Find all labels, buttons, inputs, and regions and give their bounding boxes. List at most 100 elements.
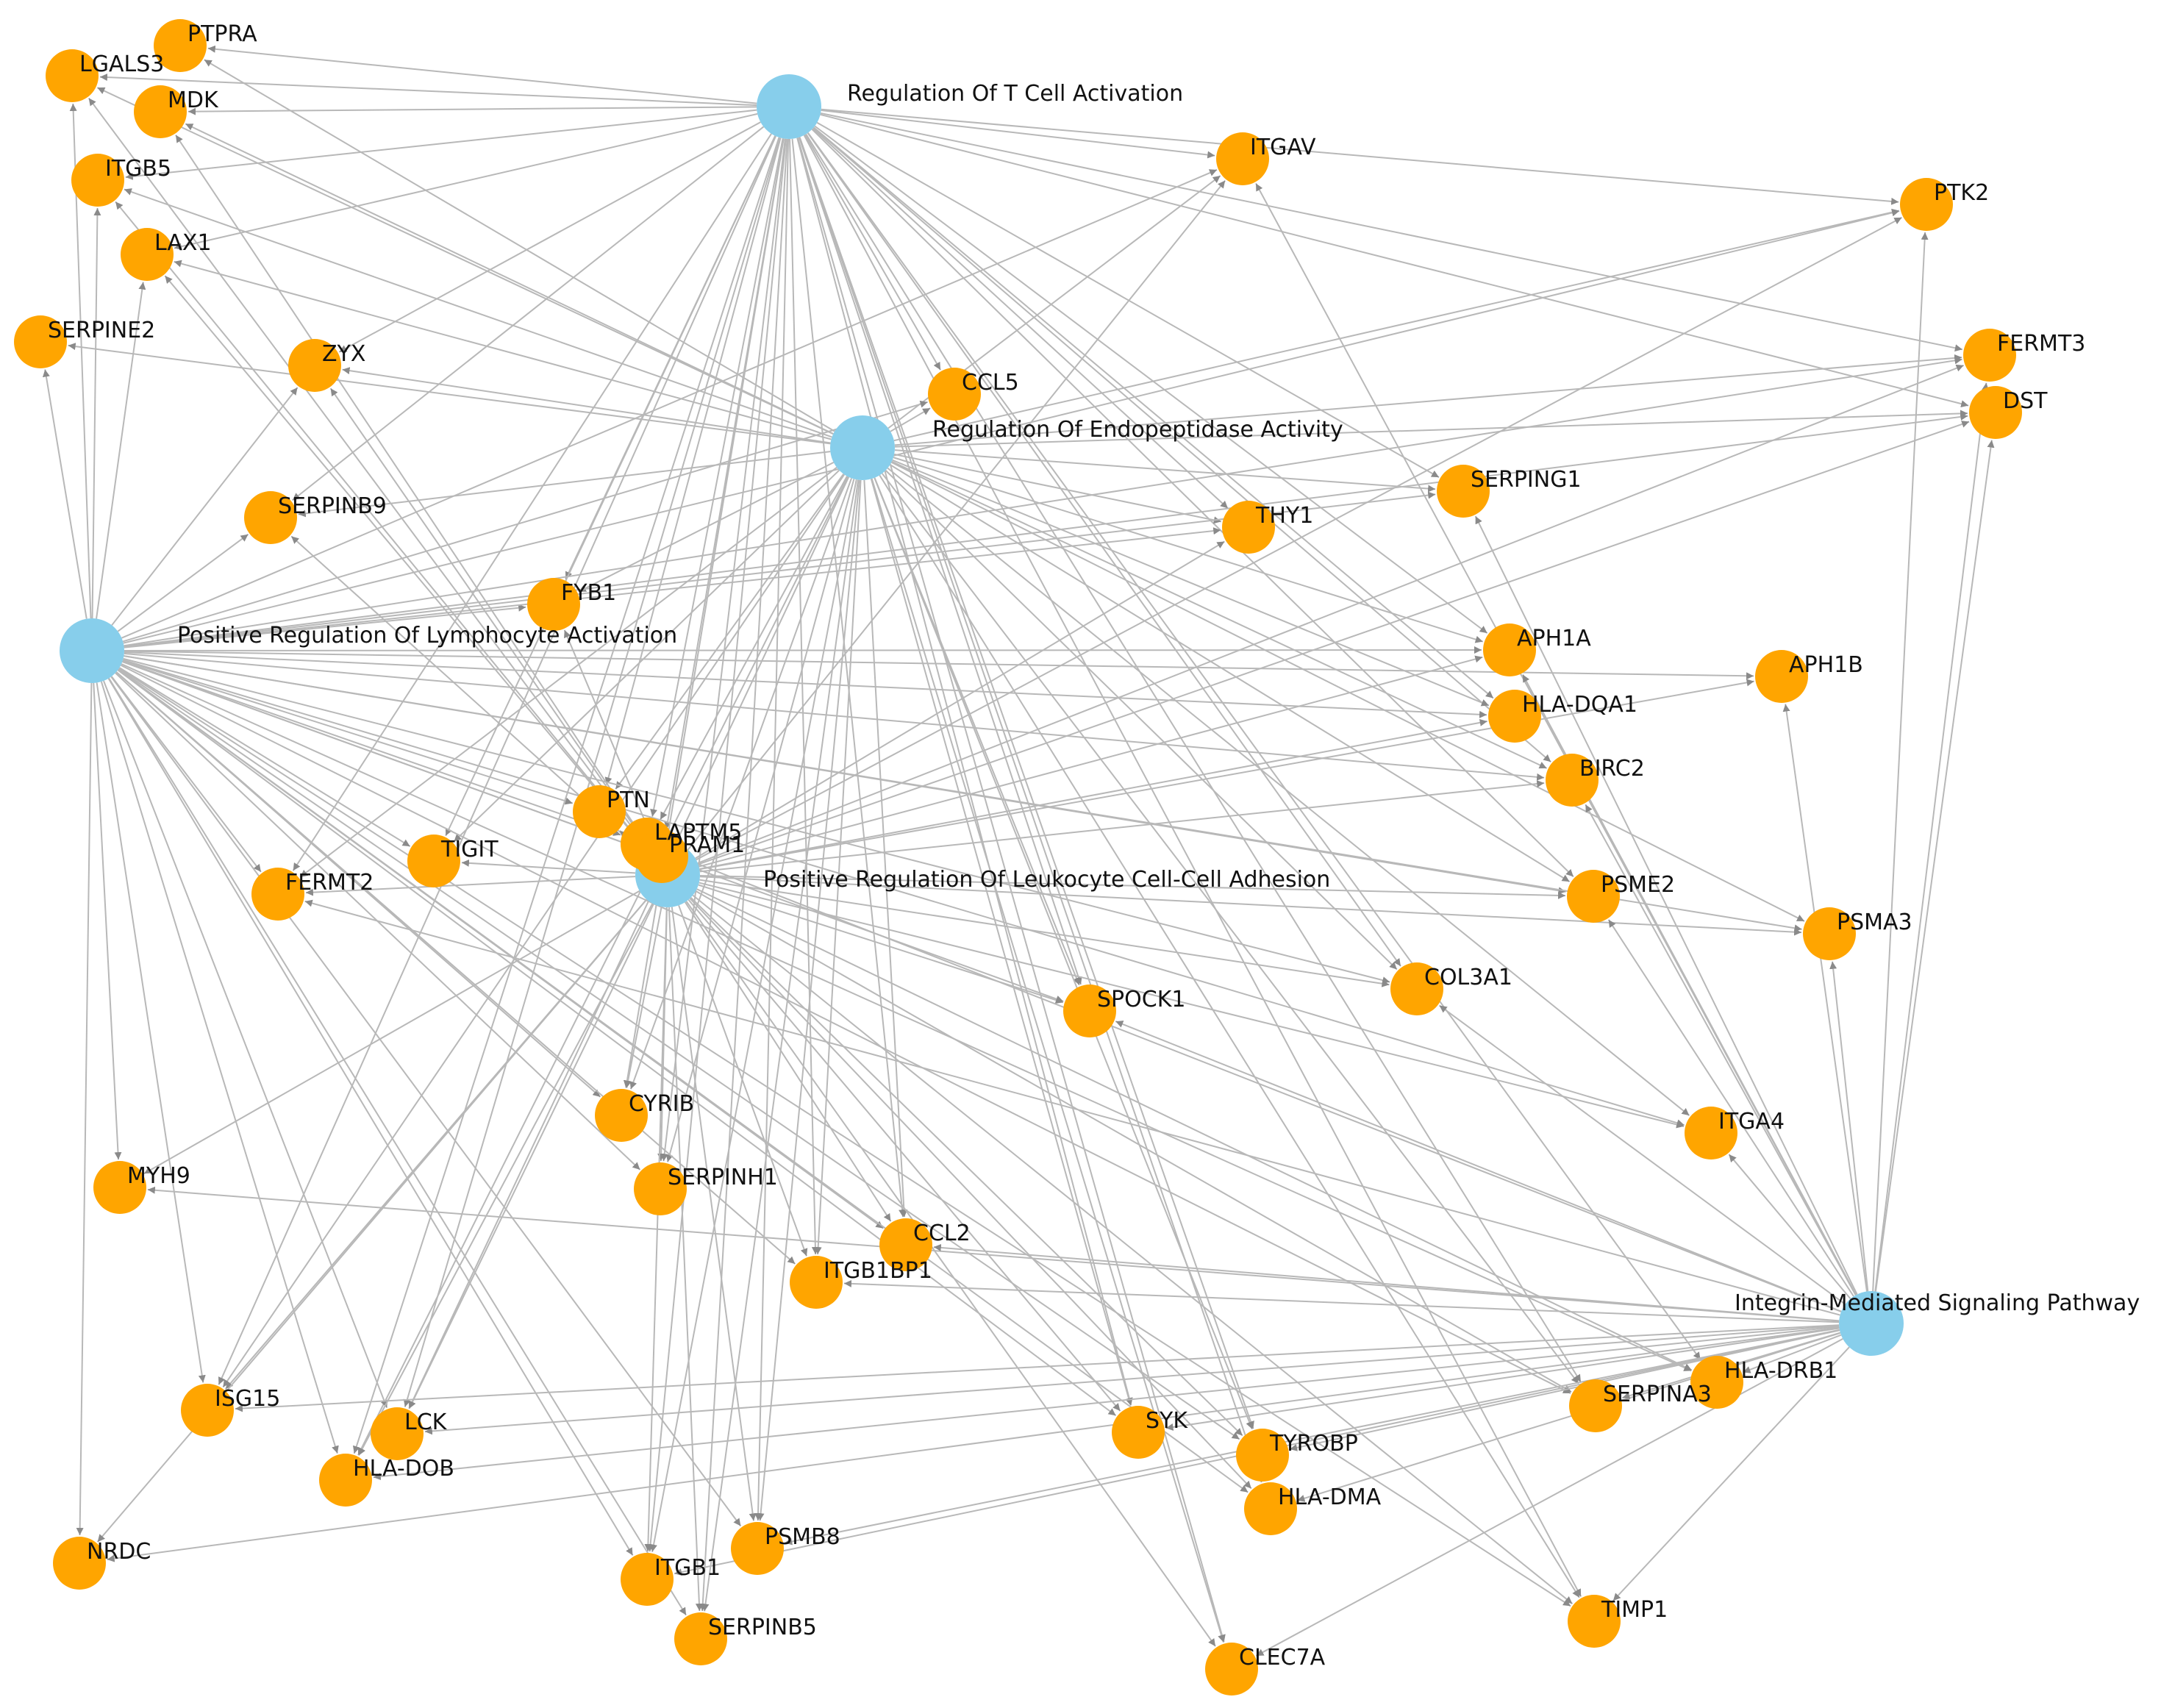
- gene-node-tigit[interactable]: [407, 835, 460, 887]
- gene-node-hla-dqa1[interactable]: [1488, 690, 1541, 743]
- gene-node-nrdc[interactable]: [53, 1537, 106, 1590]
- gene-node-ptk2[interactable]: [1900, 178, 1953, 231]
- gene-node-pram1[interactable]: [635, 830, 688, 883]
- edge-integrin-clec7a: [1255, 1338, 1843, 1657]
- edge-layer: [42, 45, 1995, 1657]
- hub-node-integrin[interactable]: [1839, 1291, 1904, 1356]
- gene-node-lgals3[interactable]: [46, 49, 99, 102]
- gene-node-thy1[interactable]: [1222, 501, 1275, 554]
- gene-node-ccl2[interactable]: [879, 1218, 932, 1271]
- hub-label-lymph: Positive Regulation Of Lymphocyte Activa…: [177, 623, 677, 648]
- edge-tcell-tyrobp: [799, 137, 1254, 1429]
- gene-node-itgb1bp1[interactable]: [790, 1256, 843, 1309]
- gene-node-cyrib[interactable]: [595, 1089, 648, 1142]
- edge-lymph-serpinb5: [108, 677, 687, 1616]
- edge-tcell-itgb1bp1: [789, 138, 819, 1255]
- gene-label-itgb1bp1: ITGB1BP1: [824, 1258, 932, 1284]
- edge-integrin-psme2: [1607, 919, 1854, 1297]
- gene-label-serpinb5: SERPINB5: [708, 1615, 817, 1640]
- gene-node-hla-dma[interactable]: [1244, 1482, 1297, 1535]
- gene-node-psma3[interactable]: [1803, 907, 1856, 960]
- gene-node-serpinb5[interactable]: [674, 1612, 727, 1665]
- edge-tcell-isg15: [218, 135, 776, 1385]
- edge-lymph-ccl5: [122, 400, 928, 643]
- edge-endo-itga4: [887, 467, 1690, 1116]
- gene-node-itga4[interactable]: [1685, 1107, 1737, 1159]
- gene-node-serpinb9[interactable]: [244, 491, 297, 544]
- gene-node-syk[interactable]: [1112, 1406, 1165, 1459]
- gene-label-ptk2: PTK2: [1934, 180, 1989, 206]
- gene-node-mdk[interactable]: [134, 85, 187, 138]
- edge-lymph-serpinb9: [117, 533, 249, 632]
- gene-node-lax1[interactable]: [121, 228, 174, 281]
- gene-label-timp1: TIMP1: [1601, 1597, 1668, 1623]
- edge-tcell-lgals3: [99, 74, 757, 107]
- edge-tcell-birc2: [812, 126, 1551, 762]
- edge-integrin-hla-dob: [373, 1326, 1840, 1481]
- gene-node-tyrobp[interactable]: [1236, 1429, 1289, 1482]
- hub-node-lymph[interactable]: [60, 618, 124, 683]
- gene-node-serpinh1[interactable]: [634, 1162, 687, 1215]
- gene-node-ptpra[interactable]: [154, 19, 207, 72]
- edge-leuko-hla-drb1: [696, 888, 1693, 1371]
- edge-integrin-tyrobp: [1289, 1329, 1840, 1451]
- gene-node-psme2[interactable]: [1567, 870, 1620, 923]
- gene-node-aph1a[interactable]: [1483, 623, 1536, 676]
- edge-leuko-nrdc: [96, 898, 648, 1543]
- edge-leuko-psma3: [699, 876, 1802, 936]
- gene-node-isg15[interactable]: [181, 1384, 234, 1437]
- gene-node-aph1b[interactable]: [1755, 650, 1808, 703]
- edge-integrin-myh9: [147, 1186, 1840, 1322]
- gene-node-ptn[interactable]: [573, 785, 626, 838]
- gene-label-tyrobp: TYROBP: [1269, 1431, 1358, 1457]
- gene-node-clec7a[interactable]: [1205, 1643, 1258, 1696]
- edge-endo-serpina3: [881, 473, 1579, 1384]
- edge-leuko-lax1: [164, 275, 648, 851]
- hub-node-endo[interactable]: [830, 415, 895, 480]
- gene-node-myh9[interactable]: [93, 1161, 146, 1214]
- gene-node-itgav[interactable]: [1216, 132, 1269, 185]
- edge-integrin-laptm5: [673, 853, 1842, 1312]
- gene-node-col3a1[interactable]: [1390, 962, 1443, 1015]
- gene-node-timp1[interactable]: [1568, 1595, 1621, 1648]
- gene-node-itgb1[interactable]: [621, 1553, 674, 1606]
- gene-node-lck[interactable]: [371, 1407, 424, 1460]
- hub-node-tcell[interactable]: [757, 74, 821, 139]
- gene-label-serpinh1: SERPINH1: [668, 1165, 778, 1190]
- gene-node-birc2[interactable]: [1546, 754, 1599, 807]
- gene-node-itgb5[interactable]: [71, 154, 124, 207]
- gene-node-dst[interactable]: [1969, 386, 2022, 439]
- gene-node-serpine2[interactable]: [14, 315, 67, 368]
- gene-label-itgb1: ITGB1: [654, 1555, 721, 1581]
- gene-node-zyx[interactable]: [288, 339, 341, 392]
- gene-node-hla-drb1[interactable]: [1690, 1356, 1743, 1409]
- gene-node-hla-dob[interactable]: [319, 1454, 372, 1507]
- gene-node-ccl5[interactable]: [928, 368, 981, 421]
- gene-label-serpina3: SERPINA3: [1603, 1382, 1712, 1407]
- gene-node-serpina3[interactable]: [1569, 1379, 1622, 1432]
- edge-leuko-dst: [698, 421, 1970, 865]
- edge-lymph-hla-drb1: [121, 663, 1692, 1372]
- edge-lymph-lax1: [96, 282, 146, 619]
- gene-node-fermt3[interactable]: [1963, 329, 2016, 382]
- gene-label-birc2: BIRC2: [1579, 756, 1645, 782]
- edge-endo-fyb1: [578, 462, 835, 593]
- gene-node-fyb1[interactable]: [527, 578, 580, 631]
- edge-endo-hla-dqa1: [892, 459, 1490, 707]
- gene-label-lax1: LAX1: [154, 230, 212, 256]
- edge-tcell-mdk: [187, 106, 757, 115]
- gene-node-psmb8[interactable]: [731, 1522, 784, 1575]
- gene-label-ptpra: PTPRA: [187, 21, 257, 47]
- gene-node-spock1[interactable]: [1063, 985, 1116, 1037]
- edge-integrin-hla-dma: [1297, 1332, 1841, 1502]
- gene-node-serping1[interactable]: [1437, 465, 1490, 518]
- edge-endo-tigit: [453, 469, 840, 843]
- edge-lymph-thy1: [124, 527, 1221, 648]
- edge-leuko-psme2: [699, 875, 1566, 899]
- edge-tcell-psmb8: [754, 138, 790, 1521]
- gene-node-fermt2[interactable]: [251, 868, 304, 921]
- edge-lymph-hla-dob: [100, 681, 339, 1454]
- gene-label-ccl2: CCL2: [913, 1221, 971, 1246]
- gene-label-col3a1: COL3A1: [1424, 965, 1512, 990]
- edge-integrin-timp1: [1612, 1346, 1850, 1601]
